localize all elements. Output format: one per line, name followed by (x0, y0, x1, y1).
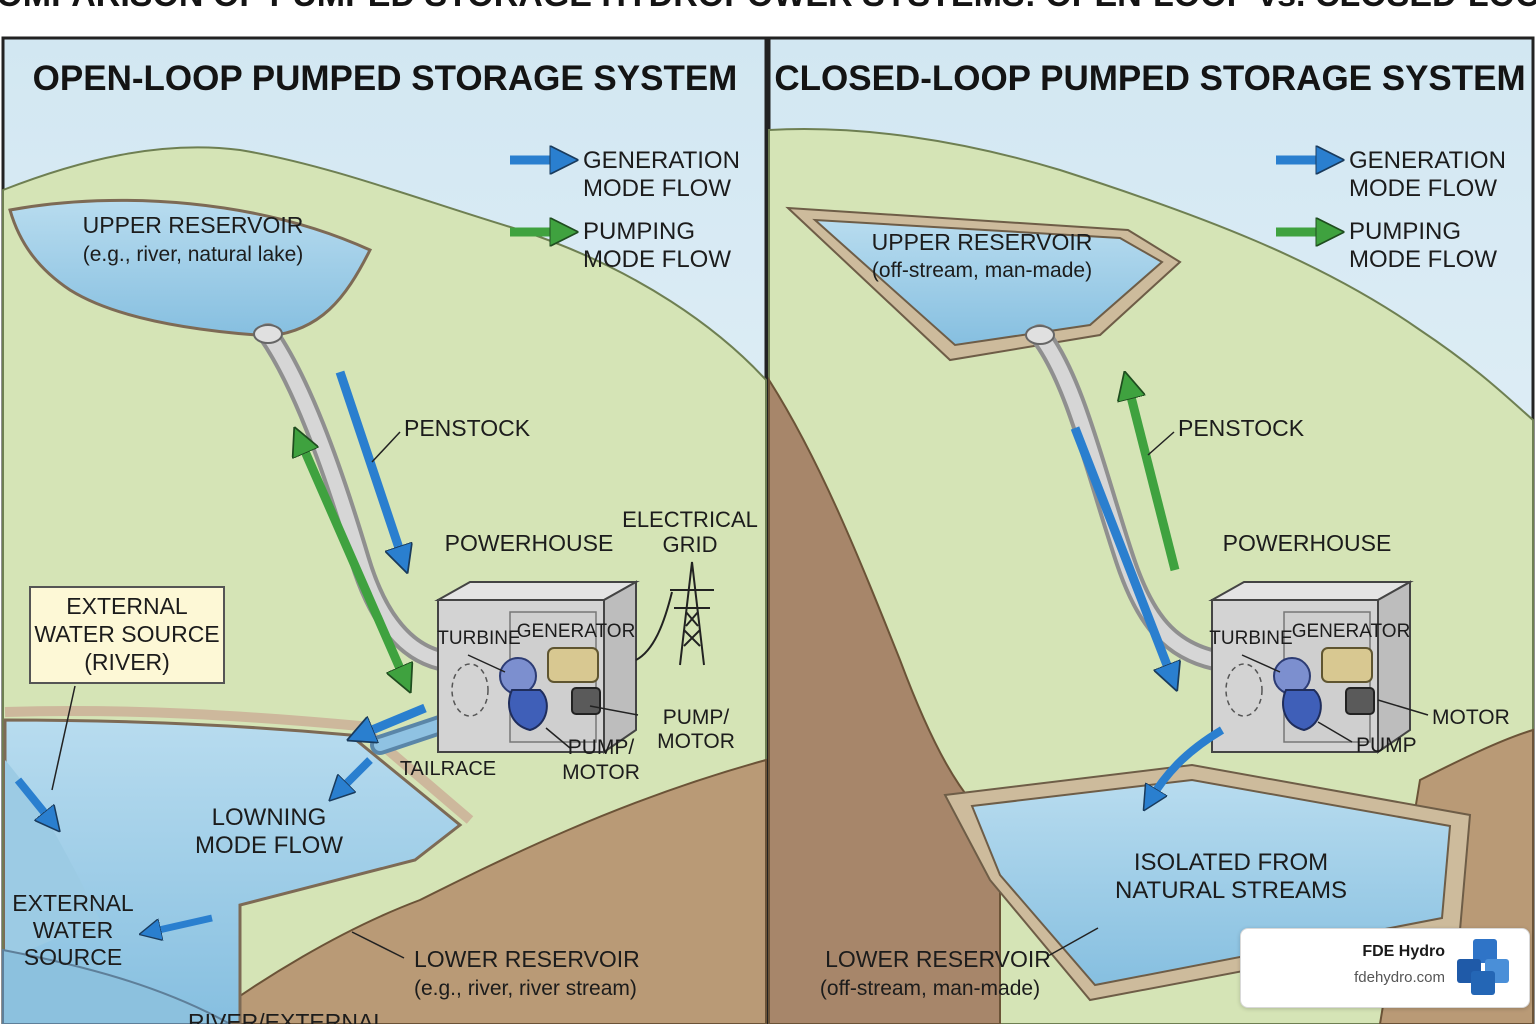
left-lower-rim (4, 705, 474, 824)
left-river-external-label: RIVER/EXTERNAL (188, 1009, 386, 1024)
left-arrow-river-in (14, 777, 52, 822)
right-title: CLOSED-LOOP PUMPED STORAGE SYSTEM (774, 59, 1525, 98)
right-leader-lines (1047, 431, 1429, 957)
right-legend-generation-line2: MODE FLOW (1349, 175, 1497, 202)
left-pump-motor-bottom-line2: MOTOR (562, 761, 640, 784)
left-external-box-line2: WATER SOURCE (34, 621, 219, 647)
brand-url[interactable]: fdehydro.com (1354, 969, 1445, 986)
left-generator-body (547, 647, 599, 683)
left-penstock-intake (253, 324, 283, 344)
right-powerhouse-label: POWERHOUSE (1223, 530, 1392, 556)
left-leader-lines (51, 431, 639, 959)
left-pump-motor-right-line1: PUMP/ (663, 706, 730, 729)
right-generator-body (1321, 647, 1373, 683)
right-panel (767, 36, 1535, 1024)
right-pump-label: PUMP (1356, 734, 1417, 757)
right-lower-reservoir-note: (off-stream, man-made) (820, 977, 1040, 1000)
left-powerhouse (434, 580, 640, 754)
left-lower-reservoir-label: LOWER RESERVOIR (414, 946, 640, 972)
left-turbine-label: TURBINE (437, 628, 520, 649)
right-legend-pumping-line1: PUMPING (1349, 218, 1461, 245)
left-pump-casing (508, 689, 548, 732)
right-motor-label: MOTOR (1432, 706, 1510, 729)
left-upper-reservoir (8, 198, 373, 338)
right-penstock-label: PENSTOCK (1178, 415, 1305, 441)
left-arrow-external-out (150, 914, 213, 932)
right-pumping-arrow-penstock (1128, 385, 1180, 572)
left-tailrace-label: TAILRACE (400, 758, 496, 780)
left-legend-pumping-line2: MODE FLOW (583, 246, 731, 273)
banner-strip (0, 0, 1536, 36)
left-legend-generation-line2: MODE FLOW (583, 175, 731, 202)
left-generation-arrow-lower (338, 757, 373, 792)
left-legend-generation-line1: GENERATION (583, 147, 740, 174)
left-motor-body (571, 687, 601, 715)
right-turbine-runner (1273, 657, 1311, 695)
right-upper-reservoir (812, 218, 1164, 347)
right-generation-arrow-lower (1150, 726, 1225, 800)
left-pump-motor-bottom-line1: PUMP/ (568, 736, 635, 759)
left-lower-flow-line1: LOWNING (212, 804, 327, 831)
left-generation-arrow-tailrace (360, 703, 427, 735)
left-pump-motor-right-line2: MOTOR (657, 730, 735, 753)
left-external-box-line3: (RIVER) (84, 649, 170, 675)
right-generation-arrow-penstock (1070, 426, 1172, 678)
left-panel (1, 36, 768, 1024)
banner-title: COMPARISON OF PUMPED STORAGE HYDROPOWER … (0, 0, 1536, 14)
right-motor-body (1345, 687, 1375, 715)
brand-badge[interactable]: FDE Hydro fdehydro.com (1240, 928, 1530, 1008)
right-upper-reservoir-label: UPPER RESERVOIR (872, 229, 1093, 255)
left-lower-flow-line2: MODE FLOW (195, 832, 343, 859)
left-external-river (2, 948, 233, 1024)
right-pump-casing (1282, 689, 1322, 732)
left-external-source-line2: WATER (33, 917, 114, 943)
left-transmission-tower (635, 561, 714, 666)
right-legend-pumping-line2: MODE FLOW (1349, 246, 1497, 273)
left-grid-label-line2: GRID (663, 532, 718, 557)
right-powerhouse (1208, 580, 1414, 754)
left-earth-section (198, 758, 767, 1024)
left-external-source-line1: EXTERNAL (12, 890, 134, 916)
brand-name: FDE Hydro (1362, 943, 1445, 960)
right-penstock-intake (1025, 325, 1055, 345)
left-title: OPEN-LOOP PUMPED STORAGE SYSTEM (33, 59, 738, 98)
left-external-source-box (29, 586, 225, 684)
left-external-source-line3: SOURCE (24, 944, 122, 970)
left-powerhouse-label: POWERHOUSE (445, 530, 614, 556)
right-upper-reservoir-note: (off-stream, man-made) (872, 259, 1092, 282)
left-penstock-label: PENSTOCK (404, 415, 531, 441)
left-external-box-line1: EXTERNAL (66, 593, 188, 619)
left-pumping-arrow-penstock (300, 440, 405, 680)
left-legend-pumping-line1: PUMPING (583, 218, 695, 245)
right-generator-label: GENERATOR (1292, 621, 1411, 642)
fde-logo-icon (1455, 939, 1511, 995)
right-turbine-label: TURBINE (1209, 628, 1292, 649)
left-generator-label: GENERATOR (517, 621, 636, 642)
left-turbine-runner (499, 657, 537, 695)
left-grid-label-line1: ELECTRICAL (622, 507, 758, 532)
left-lower-reservoir-note: (e.g., river, river stream) (414, 977, 637, 1000)
left-upper-reservoir-note: (e.g., river, natural lake) (83, 243, 304, 266)
right-legend-generation-line1: GENERATION (1349, 147, 1506, 174)
right-lower-reservoir-label: LOWER RESERVOIR (825, 946, 1051, 972)
right-isolated-line2: NATURAL STREAMS (1115, 877, 1347, 904)
right-isolated-line1: ISOLATED FROM (1134, 849, 1328, 876)
left-river-channel (5, 760, 100, 960)
left-upper-reservoir-label: UPPER RESERVOIR (83, 212, 304, 238)
